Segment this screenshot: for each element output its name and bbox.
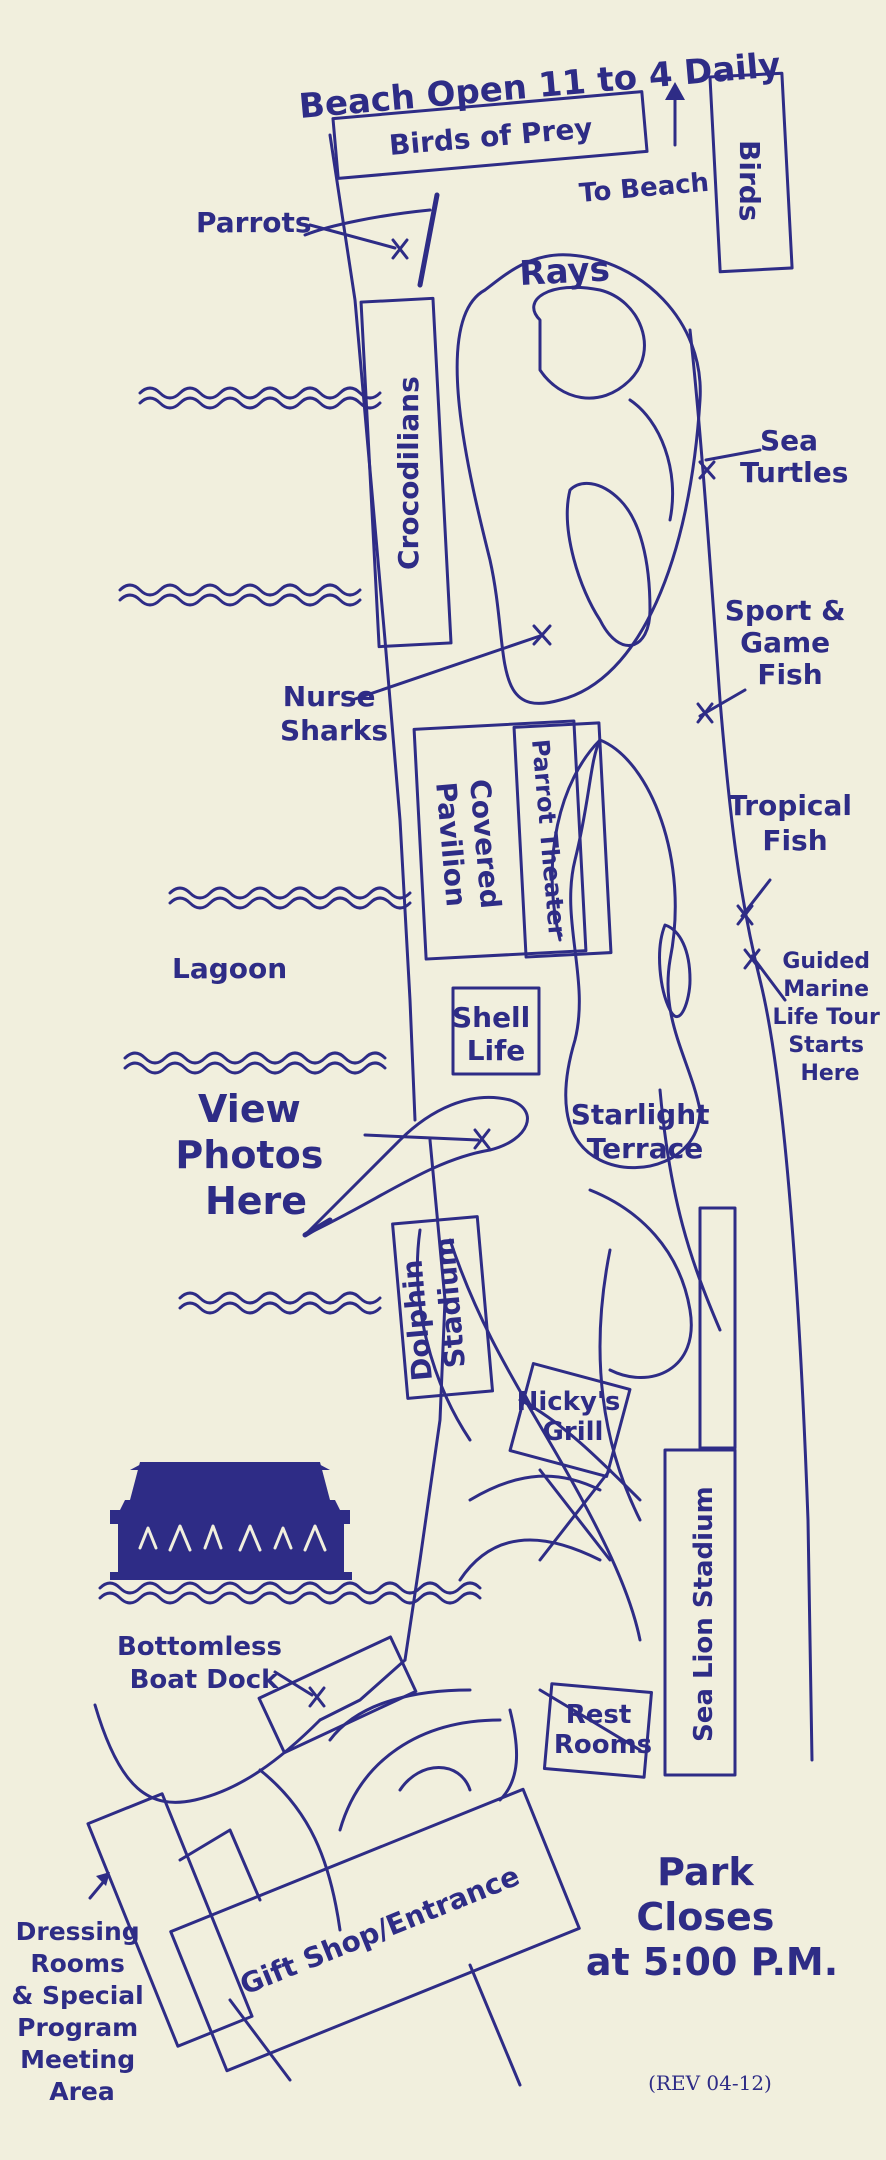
revision-label: (REV 04-12)	[648, 2071, 772, 2095]
nickys-grill-building	[508, 1362, 632, 1478]
beach-arrow-icon	[665, 82, 685, 147]
side-building	[86, 1792, 254, 2048]
parrot-theater-label: Parrot Theater	[526, 738, 571, 938]
parrots-marker-icon	[308, 223, 409, 260]
shell-life-label: Shell Life	[452, 1001, 540, 1067]
parrots-label: Parrots	[196, 206, 312, 239]
sea-lion-stadium-label: Sea Lion Stadium	[689, 1486, 719, 1742]
dressing-arrow-icon	[88, 1872, 110, 1900]
guided-tour-label: Guided Marine Life Tour Starts Here	[772, 949, 886, 1086]
rest-rooms-label: Rest Rooms	[554, 1700, 652, 1760]
terrace-area	[550, 738, 702, 1379]
beach-hours-title: Beach Open 11 to 4 Daily	[297, 45, 782, 127]
rays-pool	[455, 253, 702, 705]
sea-lion-stadium-building	[663, 1448, 737, 1777]
birds-of-prey-building	[331, 90, 649, 180]
starlight-terrace-label: Starlight Terrace	[571, 1098, 720, 1165]
crocodilians-label: Crocodilians	[392, 376, 425, 570]
lagoon-label: Lagoon	[172, 952, 287, 985]
tour-marker-icon	[743, 948, 787, 1002]
crocodilians-building	[359, 296, 453, 649]
shell-life-building	[451, 986, 541, 1076]
boat-dock-marker-icon	[273, 1670, 326, 1708]
dock-pier	[178, 1828, 262, 1902]
photo-pier-edge	[302, 1217, 333, 1238]
park-closes-label: Park Closes at 5:00 P.M.	[586, 1850, 838, 1984]
covered-pavilion-label: Covered Pavilion	[429, 778, 508, 923]
sea-turtles-label: Sea Turtles	[740, 424, 848, 489]
lagoon-waves	[98, 386, 482, 1605]
birds-label: Birds	[733, 140, 766, 221]
tropical-fish-marker-icon	[736, 878, 772, 926]
sea-lion-wall	[698, 1206, 737, 1450]
rays-label: Rays	[518, 249, 610, 294]
photos-marker-icon	[363, 1128, 491, 1150]
dolphin-stadium-building	[391, 1215, 495, 1400]
gift-shop-building	[169, 1787, 581, 2073]
tropical-fish-label: Tropical Fish	[728, 789, 862, 857]
to-beach-label: To Beach	[578, 168, 710, 209]
glass-bottom-boat-icon	[110, 1462, 352, 1580]
nurse-sharks-marker-icon	[350, 624, 552, 702]
nurse-sharks-label: Nurse Sharks	[280, 680, 388, 747]
birds-building	[708, 71, 794, 274]
gift-shop-label: Gift Shop/Entrance	[235, 1859, 524, 2001]
sport-fish-marker-icon	[696, 688, 747, 724]
dressing-rooms-label: Dressing Rooms & Special Program Meeting…	[12, 1917, 153, 2106]
parrots-divider	[417, 192, 440, 288]
nickys-grill-label: Nicky's Grill	[517, 1387, 630, 1447]
boat-dock-label: Bottomless Boat Dock	[117, 1632, 291, 1695]
birds-of-prey-label: Birds of Prey	[388, 111, 594, 162]
sport-game-fish-label: Sport & Game Fish	[725, 594, 856, 691]
photo-pier	[303, 1095, 529, 1237]
boat-dock-building	[257, 1635, 418, 1755]
covered-pavilion-building	[412, 719, 588, 961]
parrot-theater-building	[512, 721, 613, 959]
rest-rooms-building	[542, 1682, 653, 1779]
dolphin-stadium-label: Dolphin Stadium	[394, 1236, 473, 1383]
view-photos-label: View Photos Here	[175, 1087, 336, 1223]
sea-turtles-marker-icon	[698, 448, 762, 480]
